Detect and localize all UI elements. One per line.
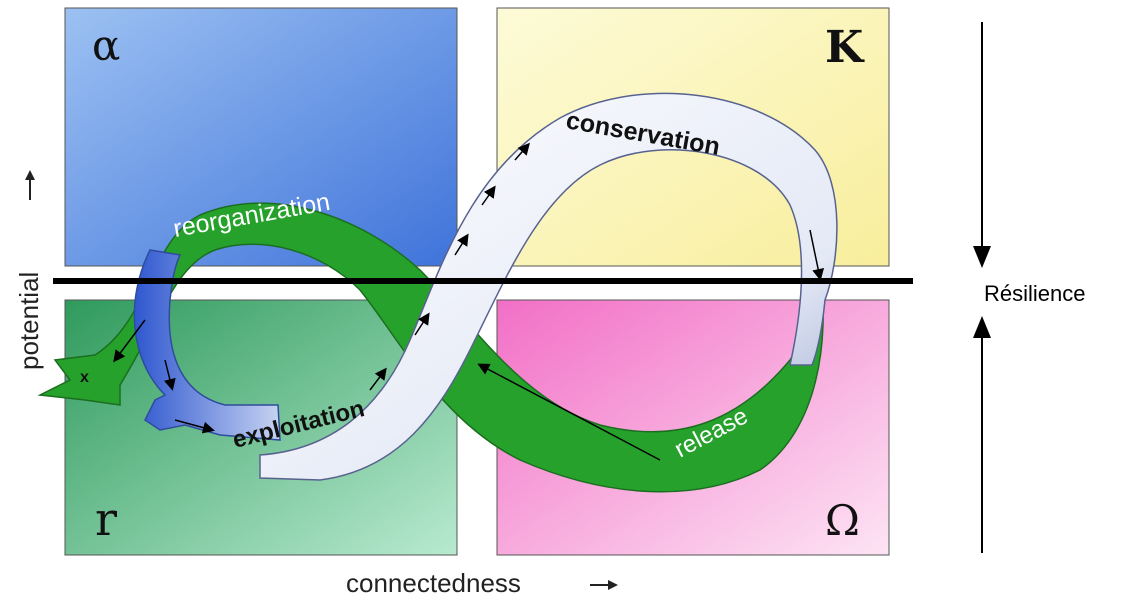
- y-axis-title: potential: [14, 170, 44, 370]
- resilience-arrow-up: [973, 316, 991, 553]
- x-marker-label: x: [80, 369, 89, 386]
- omega-symbol: Ω: [825, 496, 860, 545]
- blue-ribbon: [133, 249, 281, 441]
- flow-arrows: [113, 142, 825, 461]
- white-ribbon: [259, 92, 838, 481]
- connectedness-label: connectedness: [346, 568, 521, 598]
- k-symbol: K: [825, 22, 865, 73]
- alpha-symbol: α: [92, 21, 120, 70]
- resilience-label: Résilience: [984, 281, 1086, 306]
- r-symbol: r: [95, 492, 117, 546]
- x-axis-title: connectedness: [346, 568, 618, 598]
- resilience-arrow-down: [973, 22, 991, 268]
- potential-label: potential: [14, 272, 44, 370]
